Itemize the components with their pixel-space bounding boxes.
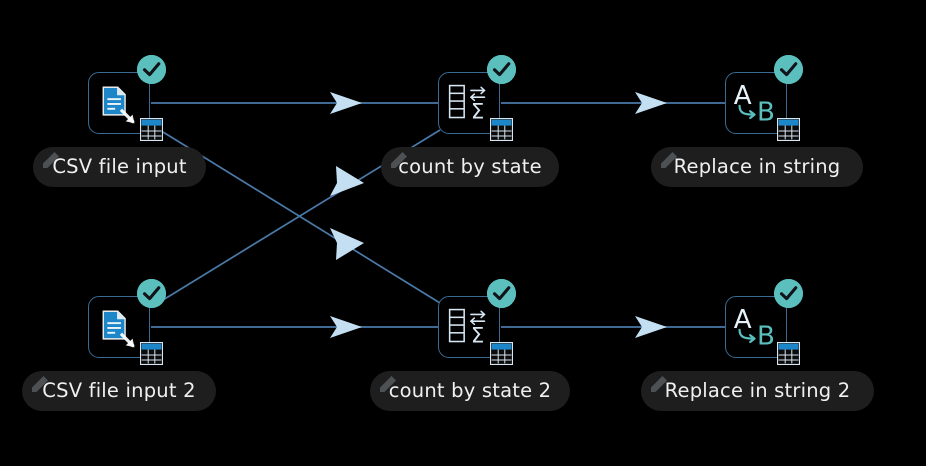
output-port-count-by-state[interactable] [489,117,514,142]
check-circle-icon [137,55,166,84]
sigma-glyph: Σ [471,99,484,124]
replace-to-letter: B [757,97,775,127]
group-by-sum-icon: Σ [448,308,486,348]
check-circle-icon [137,279,166,308]
replace-from-letter: A [734,81,752,111]
node-count-by-state[interactable]: Σ [438,72,500,134]
group-by-sum-icon: Σ [448,84,486,124]
connection-csv-file-input-2-to-count-by-state-2[interactable] [151,316,438,338]
node-label-replace-in-string-2[interactable]: Replace in string 2 [641,371,874,411]
node-replace-in-string-2[interactable]: A B [725,296,787,358]
connection-count-by-state-to-replace-in-string[interactable] [501,92,725,114]
node-replace-in-string[interactable]: A B [725,72,787,134]
table-output-port-icon [489,341,514,366]
check-circle-icon [774,55,803,84]
csv-file-input-icon [102,86,135,124]
table-output-port-icon [139,341,164,366]
status-badge-count-by-state[interactable] [487,55,516,84]
output-port-replace-in-string-2[interactable] [776,341,801,366]
status-badge-replace-in-string-2[interactable] [774,279,803,308]
output-port-csv-file-input[interactable] [139,117,164,142]
output-port-csv-file-input-2[interactable] [139,341,164,366]
replace-to-letter: B [757,321,775,351]
check-circle-icon [487,279,516,308]
table-output-port-icon [489,117,514,142]
csv-file-input-icon [102,310,135,348]
table-output-port-icon [139,117,164,142]
node-label-text: CSV file input 2 [42,379,196,403]
status-badge-csv-file-input[interactable] [137,55,166,84]
check-circle-icon [774,279,803,308]
node-count-by-state-2[interactable]: Σ [438,296,500,358]
status-badge-count-by-state-2[interactable] [487,279,516,308]
node-label-csv-file-input[interactable]: CSV file input [33,147,206,187]
node-label-count-by-state[interactable]: count by state [381,147,559,187]
connection-csv-file-input-to-count-by-state[interactable] [151,92,438,114]
check-circle-icon [487,55,516,84]
node-csv-file-input[interactable] [88,72,150,134]
replace-string-icon: A B [734,81,775,127]
node-label-text: count by state 2 [388,379,552,403]
node-label-text: Replace in string [673,155,841,179]
node-label-replace-in-string[interactable]: Replace in string [651,147,863,187]
node-label-text: CSV file input [52,155,187,179]
node-csv-file-input-2[interactable] [88,296,150,358]
table-output-port-icon [776,117,801,142]
output-port-replace-in-string[interactable] [776,117,801,142]
status-badge-replace-in-string[interactable] [774,55,803,84]
replace-string-icon: A B [734,305,775,351]
table-output-port-icon [776,341,801,366]
node-label-csv-file-input-2[interactable]: CSV file input 2 [22,371,216,411]
output-port-count-by-state-2[interactable] [489,341,514,366]
replace-from-letter: A [734,305,752,335]
status-badge-csv-file-input-2[interactable] [137,279,166,308]
node-label-count-by-state-2[interactable]: count by state 2 [370,371,570,411]
connection-count-by-state-2-to-replace-in-string-2[interactable] [501,316,725,338]
sigma-glyph: Σ [471,323,484,348]
node-label-text: Replace in string 2 [664,379,851,403]
node-label-text: count by state [398,155,542,179]
